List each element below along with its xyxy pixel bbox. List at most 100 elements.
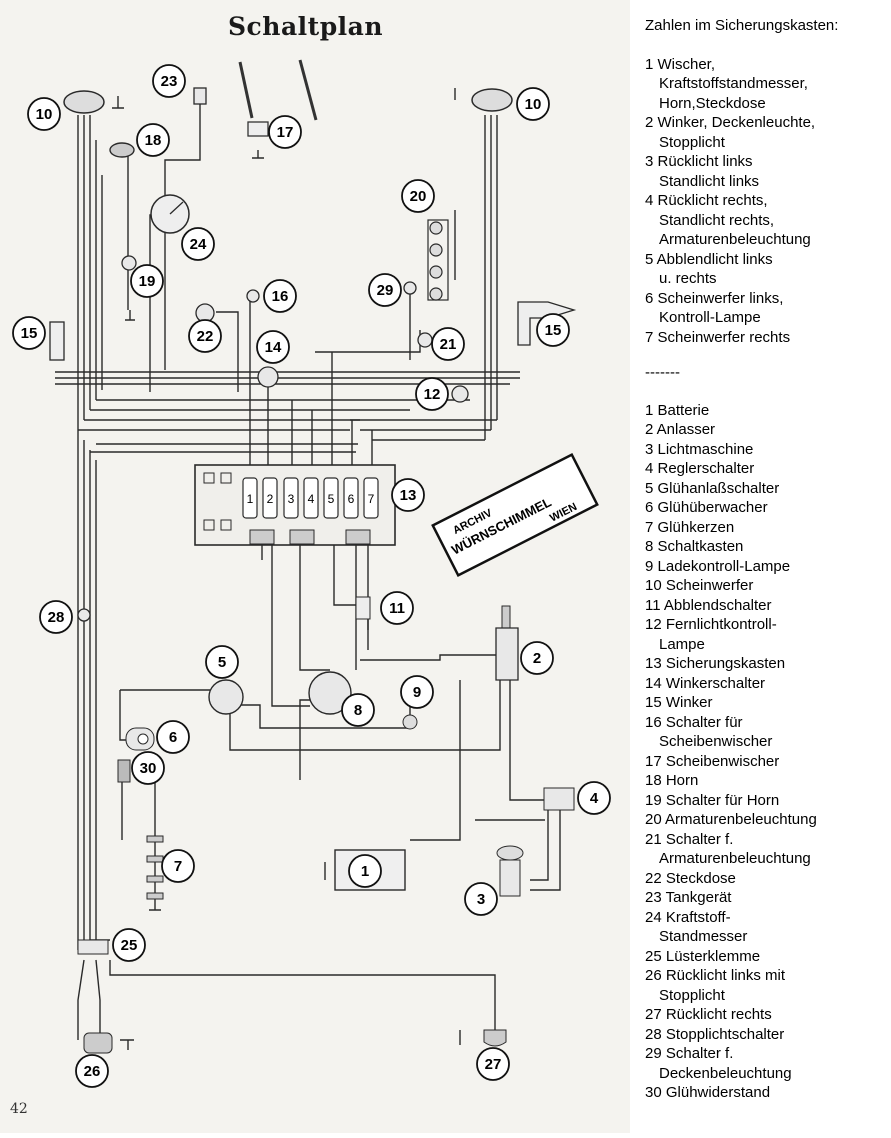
callout-3: 3: [477, 891, 485, 908]
fuse-legend-entry: 2 Winker, Deckenleuchte,Stopplicht: [645, 113, 885, 152]
parts-legend-entry: 17 Scheibenwischer: [645, 752, 885, 772]
archive-stamp: ARCHIV WÜRNSCHIMMEL WIEN: [431, 452, 599, 578]
fuse-legend-entry: 7 Scheinwerfer rechts: [645, 328, 885, 348]
parts-legend-line: 20 Armaturenbeleuchtung: [645, 811, 817, 828]
parts-legend-line: 6 Glühüberwacher: [645, 499, 768, 516]
callout-25: 25: [121, 937, 138, 954]
parts-legend-entry: 2 Anlasser: [645, 420, 885, 440]
fuse-legend-entry: 1 Wischer, Kraftstoffstandmesser, Horn,Ste…: [645, 55, 885, 114]
parts-legend-line: Scheibenwischer: [659, 733, 773, 750]
fuse-legend-line: 3 Rücklicht links: [645, 153, 753, 170]
regulator-switch-icon: [543, 787, 575, 811]
parts-legend-line: 1 Batterie: [645, 401, 710, 419]
callout-12: 12: [424, 386, 441, 403]
parts-legend-entry: 7 Glühkerzen: [645, 518, 885, 538]
fuse-label-2: 2: [267, 492, 274, 506]
turn-signal-right-icon: [517, 301, 577, 346]
callout-6: 6: [169, 729, 177, 746]
parts-legend-entry: 27 Rücklicht rechts: [645, 1005, 885, 1025]
callout-17: 17: [277, 124, 294, 141]
parts-legend-line: 11 Abblendschalter: [645, 596, 772, 614]
callout-9: 9: [413, 684, 421, 701]
parts-legend-entry: 10 Scheinwerfer: [645, 576, 885, 596]
parts-legend-line: Stopplicht: [659, 986, 725, 1004]
switch-box-icon: [308, 671, 352, 715]
fuse-legend-entry: 6 Scheinwerfer links,Kontroll-Lampe: [645, 289, 885, 328]
fuse-legend-line: Kraftstoffstandmesser,: [659, 75, 808, 92]
parts-legend-line: 17 Scheibenwischer: [645, 752, 780, 770]
fuse-label-4: 4: [308, 492, 315, 506]
callout-2: 2: [533, 650, 541, 667]
parts-legend-line: 12 Fernlichtkontroll-: [645, 616, 777, 633]
parts-legend-entry: 11 Abblendschalter: [645, 596, 885, 616]
legend-separator: -------: [645, 364, 680, 381]
parts-legend-line: 15 Winker: [645, 694, 713, 711]
callout-8: 8: [354, 702, 362, 719]
glow-resistor-icon: [117, 759, 131, 783]
fuse-legend-line: 5 Abblendlicht links: [645, 250, 773, 268]
parts-legend-entry: 6 Glühüberwacher: [645, 498, 885, 518]
fuse-legend-line: Armaturenbeleuchtung: [659, 231, 811, 248]
parts-legend-line: 24 Kraftstoff-: [645, 908, 731, 926]
fuse-legend-line: Kontroll-Lampe: [659, 309, 761, 326]
fuse-legend-line: Horn,Steckdose: [659, 94, 766, 112]
fuse-legend-line: 2 Winker, Deckenleuchte,: [645, 114, 816, 131]
fuse-legend-line: u. rechts: [659, 270, 717, 287]
rear-light-left-icon: [83, 1032, 113, 1054]
parts-legend-line: 8 Schaltkasten: [645, 538, 744, 555]
parts-legend-line: 27 Rücklicht rechts: [645, 1006, 772, 1023]
small-components: [77, 87, 469, 622]
parts-legend-line: Deckenbeleuchtung: [659, 1064, 792, 1082]
callout-26: 26: [84, 1063, 101, 1080]
fuse-label-7: 7: [368, 492, 375, 506]
parts-legend-line: 2 Anlasser: [645, 421, 716, 438]
glow-start-switch-icon: [208, 679, 244, 715]
parts-legend-line: 7 Glühkerzen: [645, 518, 735, 536]
parts-legend-line: Armaturenbeleuchtung: [659, 850, 811, 867]
fuse-legend-entry: 5 Abblendlicht links u. rechts: [645, 250, 885, 289]
fuse-legend-line: Standlicht rechts,: [659, 211, 775, 229]
terminal-block-icon: [77, 939, 109, 955]
callout-18: 18: [145, 132, 162, 149]
parts-legend-entry: 4 Reglerschalter: [645, 459, 885, 479]
callout-30: 30: [140, 760, 157, 777]
parts-legend-entry: 12 Fernlichtkontroll-Lampe: [645, 615, 885, 654]
wiring-diagram-svg: 1 2 3 4 5 6 7 ARCHIV WÜRNSCHIMMEL WIEN: [12, 59, 611, 1088]
page-number: 42: [10, 1101, 28, 1117]
dashboard-light-bulbs-icon: [427, 219, 449, 301]
callout-24: 24: [190, 236, 207, 253]
callout-4: 4: [590, 790, 599, 807]
fuse-label-5: 5: [328, 492, 335, 506]
parts-legend-entry: 8 Schaltkasten: [645, 537, 885, 557]
parts-legend-line: 13 Sicherungskasten: [645, 655, 786, 672]
horn-icon: [109, 142, 135, 158]
turn-signal-left-icon: [49, 321, 65, 361]
callout-1: 1: [361, 863, 369, 880]
parts-legend-line: 18 Horn: [645, 772, 699, 789]
parts-legend-line: 10 Scheinwerfer: [645, 577, 754, 594]
parts-legend-line: 5 Glühanlaßschalter: [645, 479, 780, 497]
parts-legend-line: 3 Lichtmaschine: [645, 440, 754, 458]
fuse-legend-line: 1 Wischer,: [645, 55, 716, 73]
fuse-legend-line: 4 Rücklicht rechts,: [645, 192, 768, 209]
callout-circles: [12, 64, 611, 1088]
parts-legend-entry: 30 Glühwiderstand: [645, 1083, 885, 1103]
parts-legend-entry: 23 Tankgerät: [645, 888, 885, 908]
wiper-blades-icon: [238, 59, 318, 137]
fuel-gauge-icon: [150, 194, 190, 234]
fuse-legend-line: 7 Scheinwerfer rechts: [645, 328, 791, 346]
parts-legend-entry: 22 Steckdose: [645, 869, 885, 889]
parts-legend-line: Standmesser: [659, 928, 748, 945]
callout-16: 16: [272, 288, 289, 305]
parts-legend-entry: 5 Glühanlaßschalter: [645, 479, 885, 499]
glow-monitor-icon: [125, 727, 155, 751]
parts-legend-line: 23 Tankgerät: [645, 889, 732, 906]
parts-legend-entry: 18 Horn: [645, 771, 885, 791]
fuse-label-3: 3: [288, 492, 295, 506]
parts-legend-line: 30 Glühwiderstand: [645, 1084, 771, 1101]
rear-light-right-icon: [483, 1029, 507, 1047]
parts-legend-entry: 15 Winker: [645, 693, 885, 713]
parts-legend-line: 29 Schalter f.: [645, 1045, 734, 1062]
diagram-title: Schaltplan: [228, 12, 384, 41]
callout-15-left: 15: [21, 325, 38, 342]
